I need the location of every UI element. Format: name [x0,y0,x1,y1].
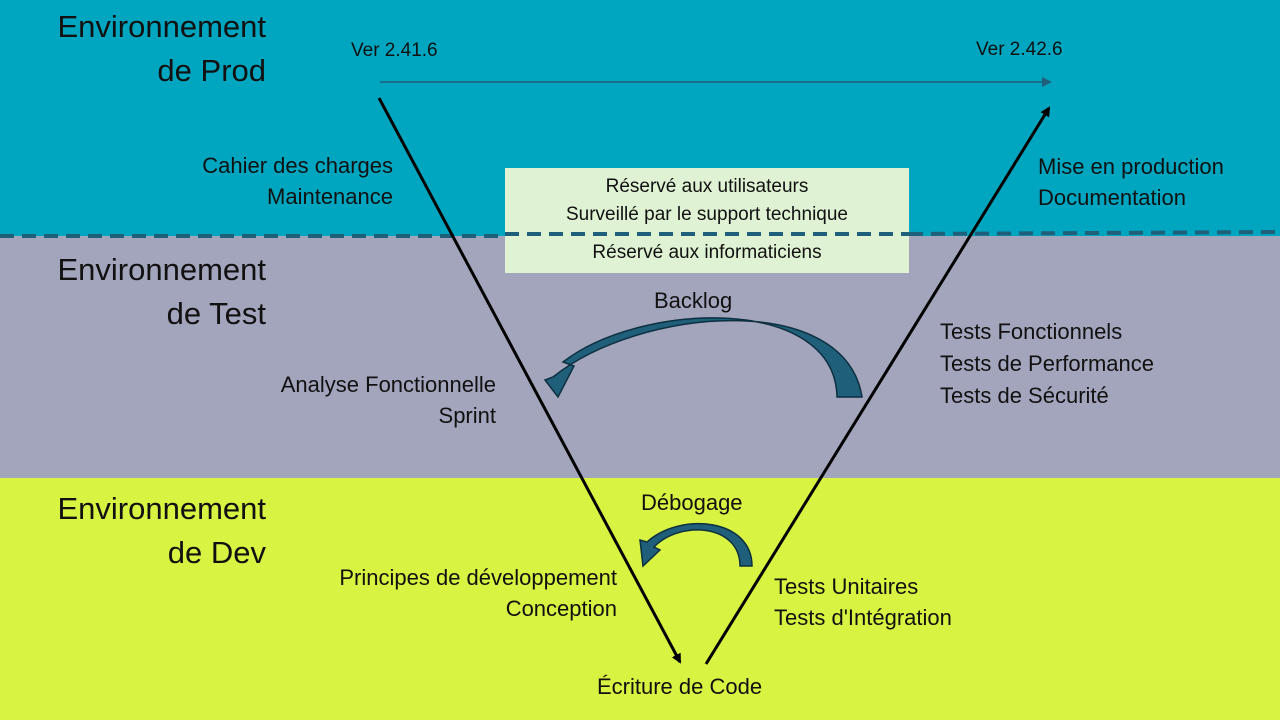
label-tests-fonctionnels: Tests Fonctionnels [940,319,1123,344]
label-tests-unitaires: Tests Unitaires [774,574,919,599]
label-sprint: Sprint [438,403,496,428]
label-maintenance: Maintenance [267,184,393,209]
debugging-loop-arrow [639,522,753,568]
notice-it-only: Réservé aux informaticiens [592,242,822,263]
version-end-label: Ver 2.42.6 [976,39,1063,60]
right-dev-labels: Tests Unitaires Tests d'Intégration [774,571,952,633]
notice-users-only: Réservé aux utilisateurs [605,176,809,197]
label-analyse-fonctionnelle: Analyse Fonctionnelle [280,372,496,397]
label-tests-securite: Tests de Sécurité [940,383,1109,408]
descending-v-arrow [377,97,682,664]
label-mise-en-production: Mise en production [1038,154,1224,179]
label-tests-integration: Tests d'Intégration [774,605,952,630]
label-cahier-des-charges: Cahier des charges [202,153,393,178]
label-debogage: Débogage [641,490,743,515]
label-principes-developpement: Principes de développement [339,565,617,590]
dev-environment-band [0,478,1280,720]
left-test-labels: Analyse Fonctionnelle Sprint [200,369,496,431]
env-title-dev-line1: Environnement [57,491,266,526]
notice-monitored-support: Surveillé par le support technique [565,204,848,225]
label-ecriture-de-code: Écriture de Code [597,674,763,699]
env-title-dev: Environnement de Dev [20,487,266,575]
env-title-prod-line1: Environnement [57,9,266,44]
right-prod-labels: Mise en production Documentation [1038,151,1224,213]
label-tests-performance: Tests de Performance [940,351,1154,376]
env-title-prod: Environnement de Prod [20,5,266,93]
version-start-label: Ver 2.41.6 [351,40,438,61]
label-backlog: Backlog [654,288,733,313]
label-conception: Conception [505,596,617,621]
env-title-dev-line2: de Dev [167,535,266,570]
access-notice-box: Réservé aux utilisateurs Surveillé par l… [505,168,909,273]
env-title-test: Environnement de Test [20,248,266,336]
left-prod-labels: Cahier des charges Maintenance [100,150,393,212]
right-test-labels: Tests Fonctionnels Tests de Performance … [940,316,1154,412]
prod-test-divider-right [908,230,1280,236]
env-title-prod-line2: de Prod [157,53,266,88]
ascending-v-arrow [704,106,1051,665]
env-title-test-line1: Environnement [57,252,266,287]
backlog-loop-arrow [543,317,863,399]
test-environment-band [0,236,1280,478]
label-documentation: Documentation [1038,185,1186,210]
left-dev-labels: Principes de développement Conception [250,562,617,624]
env-title-test-line2: de Test [166,296,266,331]
